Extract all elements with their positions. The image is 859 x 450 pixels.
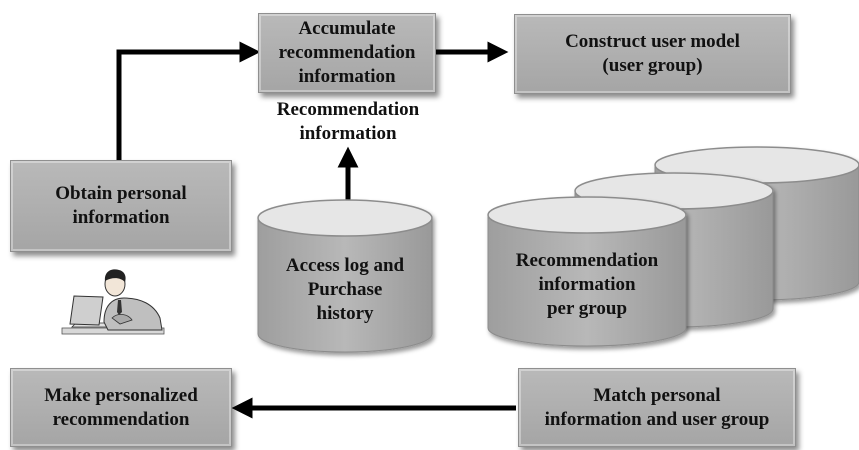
person-at-laptop-icon: [61, 269, 165, 335]
per-group-label: Recommendation information per group: [515, 250, 659, 319]
construct-user-model-box: Construct user model (user group): [514, 14, 791, 94]
recommendation-information-label: Recommendation information: [276, 99, 420, 144]
arrow-obtain-to-accumulate: [116, 41, 261, 160]
make-recommendation-box: Make personalized recommendation: [10, 368, 232, 447]
obtain-personal-info-box: Obtain personal information: [10, 160, 232, 252]
group-database-front: [487, 196, 687, 347]
construct-user-model-label: Construct user model (user group): [565, 31, 740, 76]
match-personal-info-label: Match personal information and user grou…: [544, 384, 770, 430]
match-personal-info-box: Match personal information and user grou…: [518, 368, 796, 447]
access-log-database: [257, 199, 433, 353]
accumulate-recommendation-label: Accumulate recommendation information: [278, 18, 416, 87]
accumulate-recommendation-box: Accumulate recommendation information: [258, 13, 436, 93]
obtain-personal-info-label: Obtain personal information: [55, 183, 187, 228]
make-recommendation-label: Make personalized recommendation: [44, 384, 198, 430]
access-log-label: Access log and Purchase history: [285, 255, 405, 324]
